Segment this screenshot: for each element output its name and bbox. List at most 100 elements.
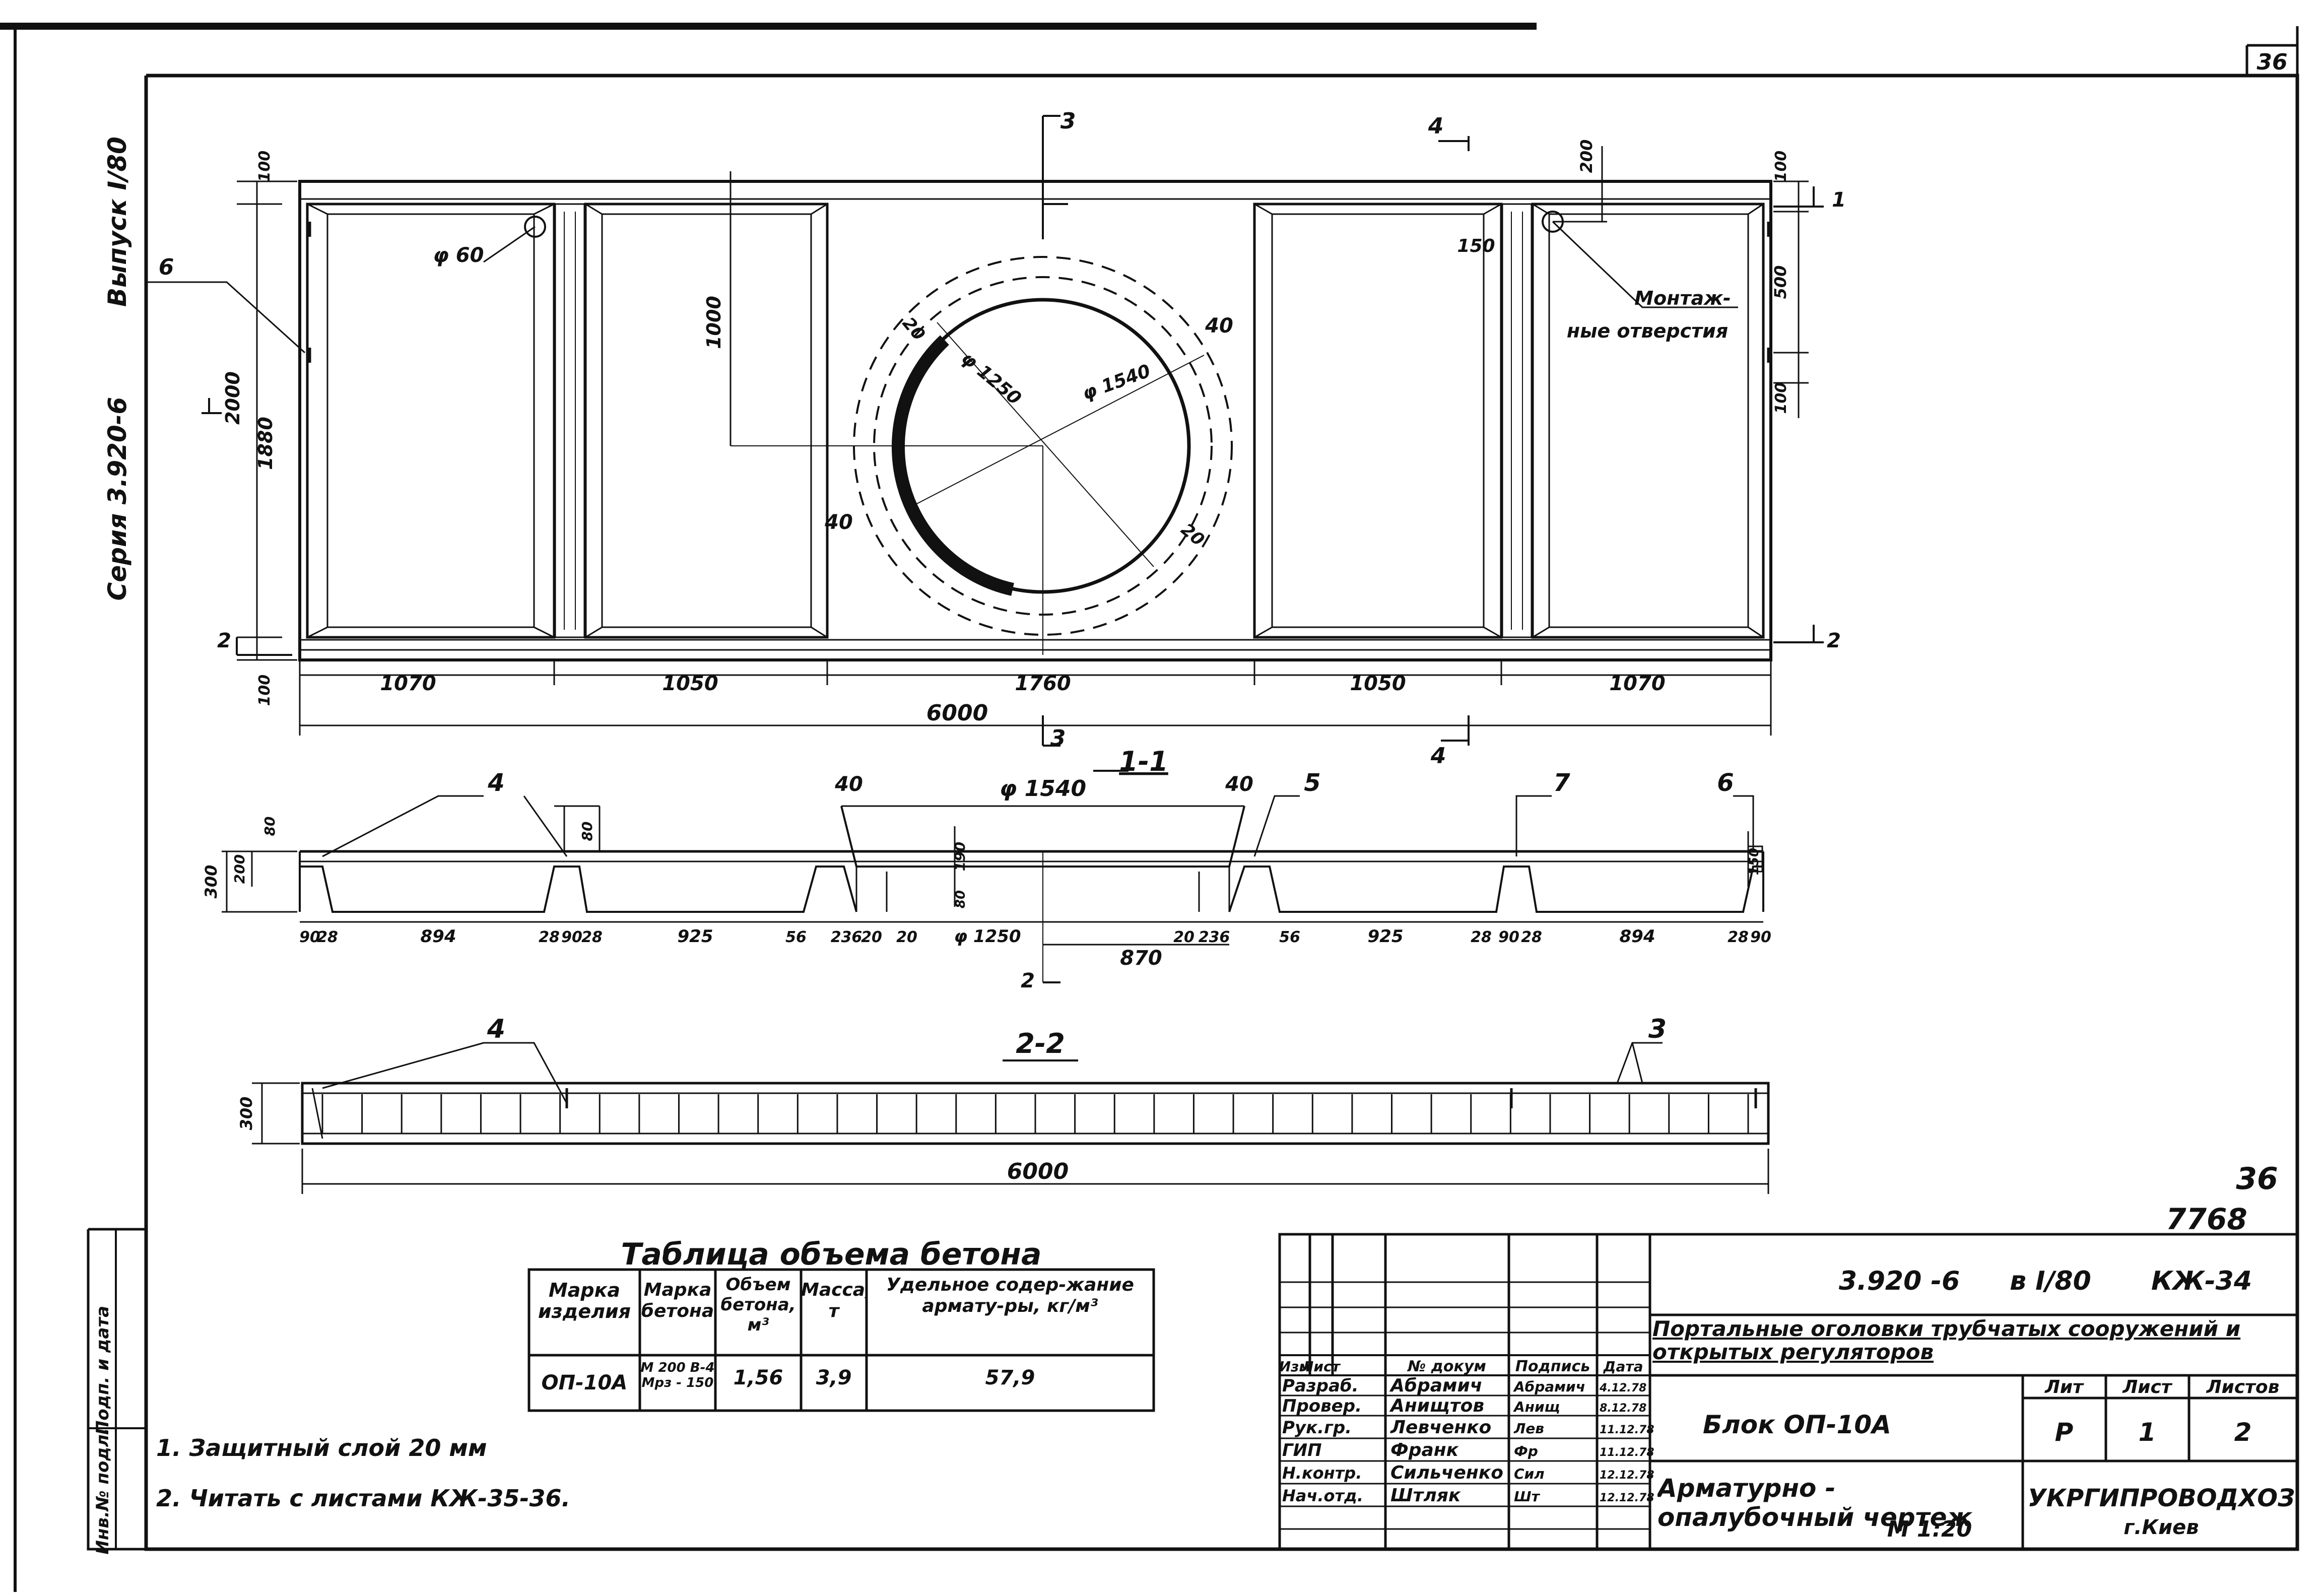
tb-date: 11.12.78 [1600,1424,1654,1436]
tb-lit-label: Лит [2044,1377,2084,1398]
side-issue: Выпуск I/80 [103,137,132,307]
section-1-1-bottom-dims: 90 28 894 28 90 28 925 56 236 20 20 φ 12… [299,926,1771,947]
tb-org: УКРГИПРОВОДХОЗ [2028,1484,2295,1512]
registry-number: 7768 [2166,1202,2247,1236]
s11-dim: 28 [1471,928,1492,946]
plan-right-top: 100 [1772,151,1790,182]
tb-role: Рук.гр. [1282,1418,1352,1438]
table-cell-mark: ОП-10А [541,1371,628,1394]
tb-list: 1 [2139,1418,2156,1447]
s11-dim: 56 [785,928,807,946]
s11-dim: 90 [561,928,582,946]
plan-chamfer-tl: 20 [898,313,929,345]
section-2-2-callout-4: 4 [487,1014,505,1044]
plan-inner-height: 1000 [703,296,725,349]
section-1-1-cut-2: 2 [1021,969,1035,992]
concrete-table-grid [527,1268,1155,1412]
tb-city: г.Киев [2124,1516,2199,1539]
tb-col-izm: Изм [1279,1358,1311,1375]
mount-note-line2: ные отверстия [1567,320,1728,342]
s11-dim: 28 [1728,928,1749,946]
s11-dim: 925 [678,926,713,947]
section-1-1-rib-80: 80 [579,822,595,841]
s11-dim: 236 [831,928,863,946]
tb-date: 12.12.78 [1600,1492,1654,1504]
section-1-1-chamfer-left: 40 [834,773,863,796]
section-1-1-870: 870 [1120,947,1162,970]
plan-height-sub: 2000 [222,371,244,425]
tb-name: Левченко [1390,1417,1491,1438]
note-2: 2. Читать с листами КЖ-35-36. [156,1485,570,1512]
section-2-2-stirrups [321,1094,1749,1134]
tb-col-sign: Подпись [1515,1358,1590,1375]
plan-cut-2: 2 [1827,629,1841,652]
plan-chamfer-bl: 40 [824,511,853,534]
tb-signature: Лев [1513,1420,1544,1437]
tb-signature: Сил [1514,1466,1545,1482]
plan-cut-1: 1 [1832,188,1846,212]
s11-dim: 90 [299,928,320,946]
s11-dim: 894 [421,926,456,947]
s11-dim: 28 [317,928,338,946]
tb-issue: в I/80 [2010,1266,2091,1296]
s11-dim: 28 [581,928,603,946]
tb-date: 11.12.78 [1600,1446,1654,1459]
section-2-2-height: 300 [237,1097,256,1130]
table-header-mass: Масса, т [801,1280,867,1321]
tb-role: Провер. [1282,1396,1362,1416]
s11-dim: 90 [1498,928,1519,946]
section-1-1-callout-7: 7 [1553,769,1570,797]
table-header-mark: Марка изделия [538,1279,631,1322]
tb-role: ГИП [1282,1440,1322,1460]
section-1-1-callout-4: 4 [487,769,504,797]
plan-dim-4: 1050 [1350,672,1406,695]
tb-role: Разраб. [1282,1376,1359,1396]
plan-right-200: 200 [1577,140,1596,173]
plan-height-left: 1880 [254,417,277,470]
plan-cut-4-bottom: 4 [1430,743,1446,769]
title-block: 3.920 -6 в I/80 КЖ-34 Портальные оголовк… [1279,1266,2295,1542]
table-cell-reinforcement: 57,9 [985,1366,1035,1389]
side-series: Серия 3.920-6 [103,397,132,601]
concrete-table-title: Таблица объема бетона [621,1237,1042,1272]
tb-signature: Абрамич [1513,1378,1585,1395]
plan-left-top: 100 [256,151,274,182]
section-2-2-title: 2-2 [1016,1028,1065,1059]
plan-circle-inner: φ 1250 [957,348,1025,409]
tb-drawing: Арматурно - опалубочный чертеж [1657,1474,1972,1532]
tb-role: Н.контр. [1282,1464,1362,1483]
table-cell-volume: 1,56 [733,1366,783,1389]
tb-lit: Р [2055,1418,2074,1447]
section-1-1-callout-6: 6 [1717,769,1734,797]
tb-lists-label: Листов [2206,1377,2280,1398]
s11-dim: 236 [1199,928,1230,946]
s11-dim: φ 1250 [954,926,1021,947]
s11-dim: 925 [1368,926,1404,947]
table-header-volume: Объем бетона, м³ [720,1275,796,1335]
tb-name: Штляк [1390,1485,1462,1506]
section-2-2 [252,1042,1770,1194]
section-1-1 [222,770,1764,983]
plan-overall-dim: 6000 [926,700,988,726]
plan-right-100: 100 [1772,382,1790,414]
section-1-1-title: 1-1 [1119,746,1168,777]
plan-cut-4: 4 [1428,113,1444,139]
tb-col-list: Лист [1301,1358,1341,1375]
plan-right-500: 500 [1771,265,1790,299]
table-header-reinforcement: Удельное содер-жание армату-ры, кг/м³ [886,1275,1134,1316]
section-1-1-callout-5: 5 [1304,769,1320,797]
plan-cut-3: 3 [1060,108,1076,134]
tb-part: Блок ОП-10А [1703,1410,1891,1439]
strip-inventory-label: Инв.№ подл. [93,1428,113,1554]
tb-name: Абрамич [1389,1375,1482,1396]
section-2-2-length: 6000 [1007,1159,1069,1184]
table-header-concrete-grade: Марка бетона [641,1280,714,1321]
tb-role: Нач.отд. [1282,1486,1363,1505]
tb-name: Анищтов [1389,1395,1484,1416]
strip-signature-label: Подп. и дата [93,1306,113,1435]
tb-col-doc: № докум [1407,1358,1486,1375]
s11-dim: 894 [1620,926,1655,947]
s11-dim: 56 [1279,928,1300,946]
tb-name: Франк [1390,1440,1459,1460]
